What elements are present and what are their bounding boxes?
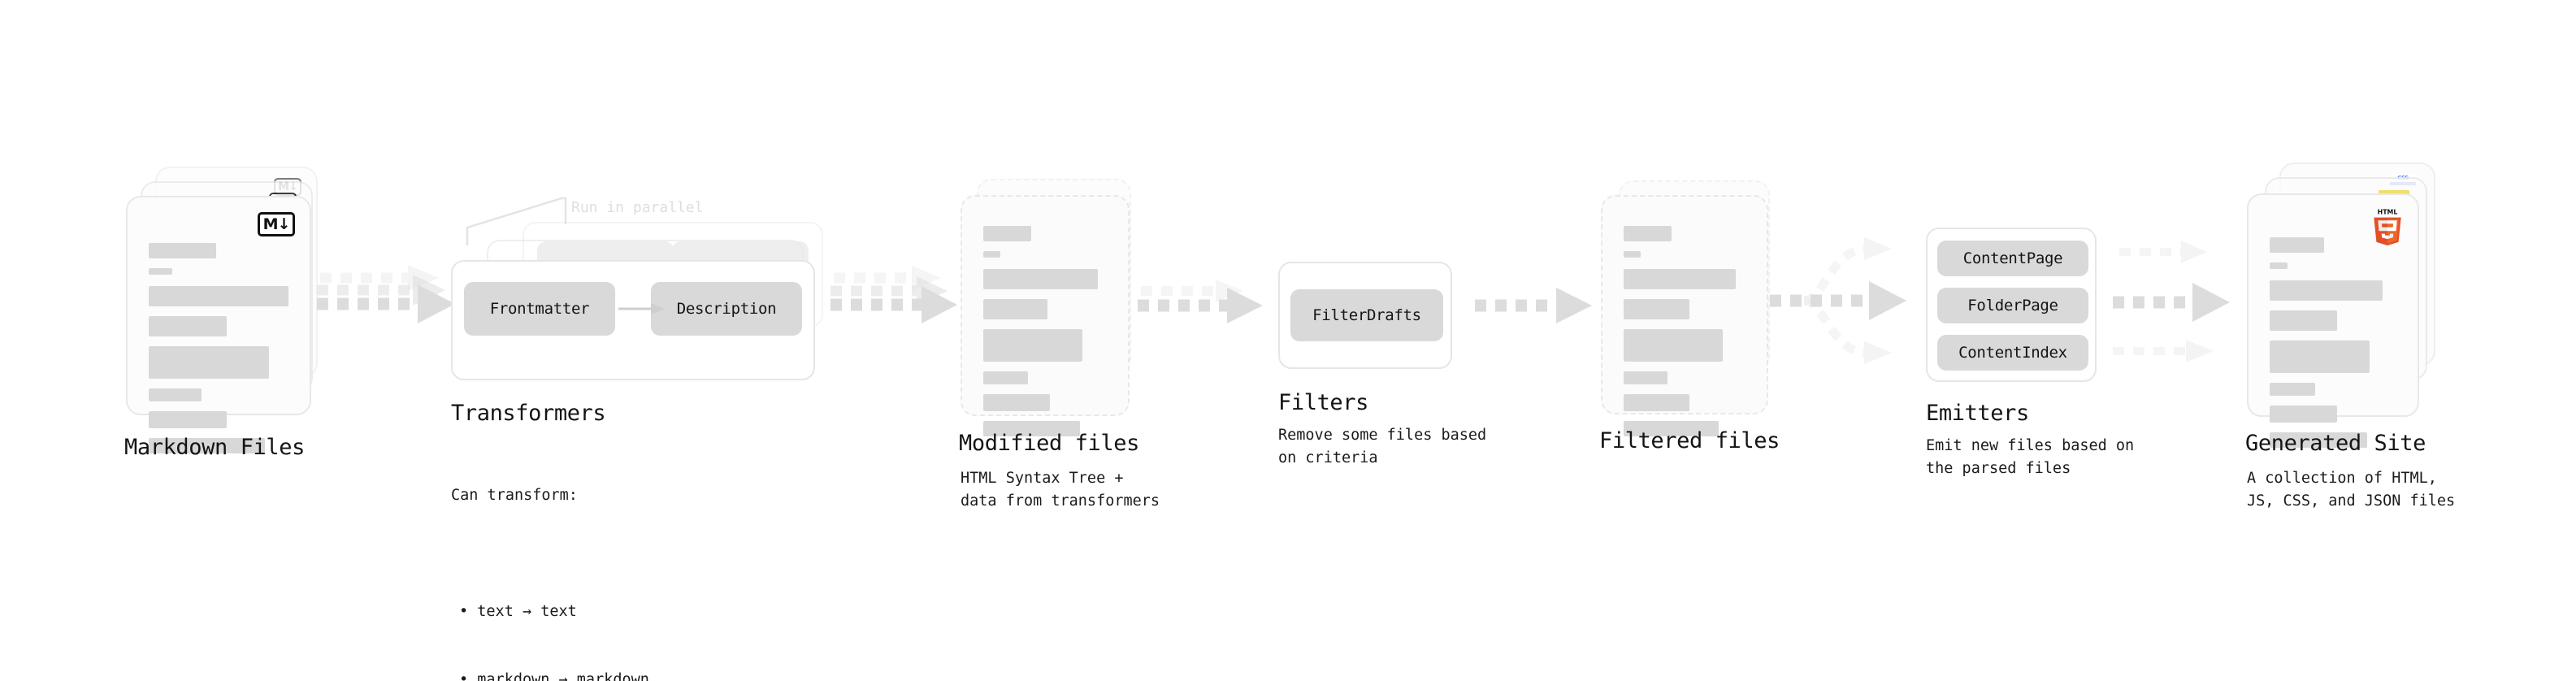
transform-intro: Can transform: [451, 487, 578, 505]
filters-panel: FilterDrafts [1278, 262, 1452, 369]
emitter-pill-contentpage[interactable]: ContentPage [1937, 241, 2088, 276]
stage-emitters: ContentPage FolderPage ContentIndex Emit… [1926, 228, 2134, 477]
filtered-card-front [1601, 195, 1768, 436]
stage-desc-transformers: Can transform: • text → text • markdown … [451, 439, 649, 681]
document-skeleton [149, 243, 288, 463]
bullet-markdown: • markdown → markdown [459, 671, 649, 681]
stage-title-emitters: Emitters [1926, 401, 2029, 426]
pill-label: ContentIndex [1958, 344, 2067, 362]
markdown-badge-icon: M↓ [258, 212, 295, 236]
pill-label: ContentPage [1962, 249, 2063, 267]
transformer-panel-front: Frontmatter Description [451, 260, 815, 380]
stage-desc-modified-files: HTML Syntax Tree + data from transformer… [961, 470, 1160, 510]
parallel-note: Run in parallel [571, 199, 704, 216]
modified-card-front [961, 195, 1130, 436]
pill-label: Description [676, 300, 777, 318]
pill-label: Frontmatter [489, 300, 590, 318]
document-skeleton [2270, 237, 2396, 458]
markdown-card-front: M↓ [126, 196, 311, 453]
document-skeleton [983, 226, 1107, 446]
transformer-pill-frontmatter[interactable]: Frontmatter [464, 282, 615, 336]
stage-desc-emitters: Emit new files based on the parsed files [1926, 437, 2135, 478]
stage-title-filtered-files: Filtered files [1599, 428, 1780, 453]
transform-bullets: • text → text • markdown → markdown • ht… [451, 555, 649, 681]
arrow-filtered-to-emitters [1770, 237, 1906, 364]
site-card-html: HTML [2247, 193, 2419, 448]
stage-transformers: Run in parallel Frontmatter [451, 195, 833, 681]
parallel-leader-line [466, 197, 567, 245]
arrow-md-to-transformers [317, 265, 455, 323]
stage-markdown-files: M↓ M↓ M↓ Markdown Files [124, 167, 329, 460]
stage-title-modified-files: Modified files [959, 431, 1139, 456]
filter-pill-filterdrafts[interactable]: FilterDrafts [1290, 289, 1443, 341]
svg-text:HTML: HTML [2378, 208, 2398, 215]
transformer-inner-arrow [618, 303, 666, 314]
stage-filters: FilterDrafts Filters Remove some files b… [1278, 262, 1486, 473]
stage-desc-filters: Remove some files based on criteria [1278, 427, 1487, 467]
stage-desc-generated-site: A collection of HTML, JS, CSS, and JSON … [2247, 470, 2456, 510]
arrow-emitters-to-site [2113, 241, 2230, 362]
stage-title-generated-site: Generated Site [2245, 431, 2426, 456]
arrow-transformers-to-modified [830, 266, 957, 323]
stage-generated-site: CSS HTML G [2245, 163, 2474, 510]
arrow-filters-to-filtered [1475, 288, 1592, 323]
stage-filtered-files: Filtered files [1599, 180, 1804, 457]
emitter-pill-contentindex[interactable]: ContentIndex [1937, 335, 2088, 371]
document-skeleton [1624, 226, 1746, 446]
transformer-pill-description[interactable]: Description [651, 282, 802, 336]
stage-title-markdown-files: Markdown Files [124, 435, 305, 460]
pill-label: FolderPage [1967, 297, 2058, 314]
pill-label: FilterDrafts [1312, 306, 1421, 324]
bullet-text: • text → text [459, 602, 577, 620]
emitters-panel: ContentPage FolderPage ContentIndex [1926, 228, 2097, 382]
arrow-modified-to-filters [1138, 280, 1263, 323]
html5-icon: HTML [2374, 208, 2401, 245]
emitter-pill-folderpage[interactable]: FolderPage [1937, 288, 2088, 323]
stage-modified-files: Modified files HTML Syntax Tree + data f… [959, 179, 1172, 510]
stage-title-filters: Filters [1278, 390, 1368, 415]
stage-title-transformers: Transformers [451, 401, 606, 426]
